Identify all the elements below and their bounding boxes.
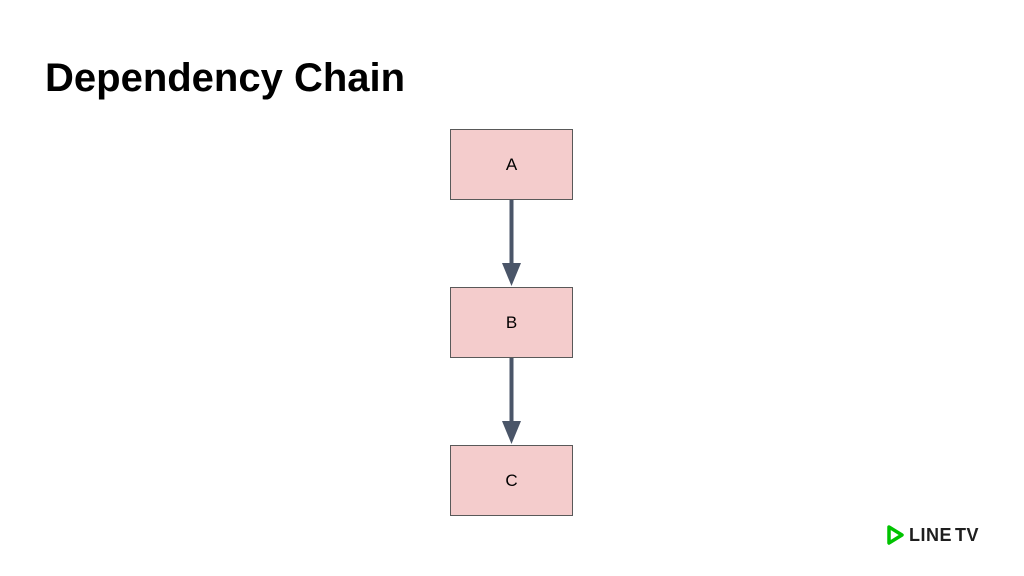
node-b-label: B	[505, 312, 518, 332]
node-c-label: C	[505, 470, 518, 490]
edge-a-to-b	[502, 200, 521, 286]
node-a: A	[450, 129, 573, 200]
slide-title: Dependency Chain	[45, 56, 406, 100]
edge-b-to-c	[502, 358, 521, 444]
node-a-label: A	[505, 154, 518, 174]
node-b: B	[450, 287, 573, 358]
logo-text-main: LINE	[909, 525, 953, 545]
play-icon	[887, 525, 904, 545]
logo-text-suffix: TV	[955, 525, 980, 545]
node-c: C	[450, 445, 573, 516]
arrowhead-icon	[502, 421, 521, 444]
arrowhead-icon	[502, 263, 521, 286]
